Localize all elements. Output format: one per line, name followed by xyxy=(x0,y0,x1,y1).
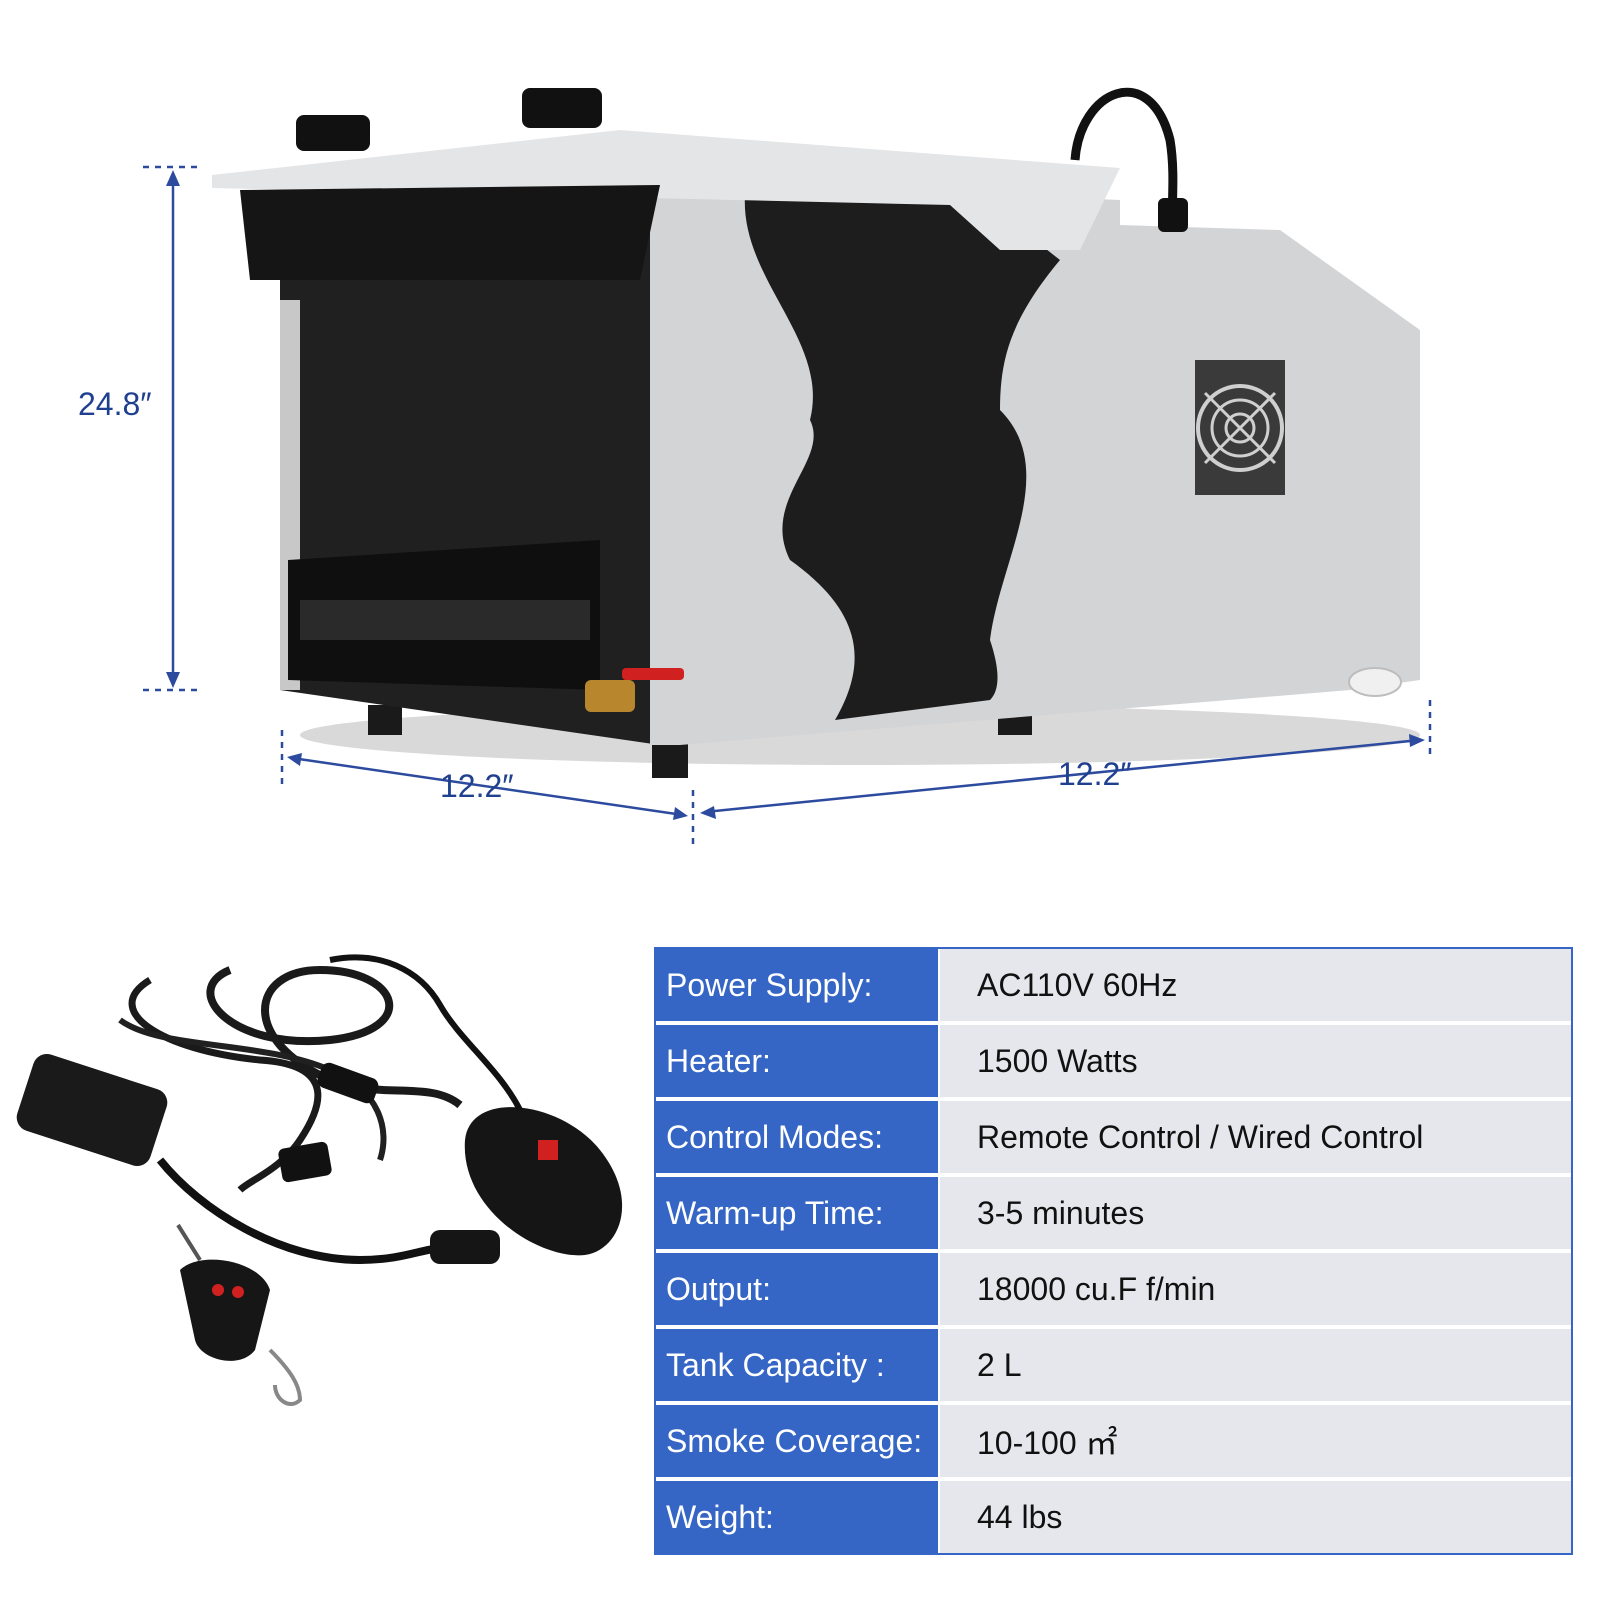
machine-top-cover xyxy=(212,130,1120,250)
accessories-image xyxy=(16,954,623,1406)
spec-value: 2 L xyxy=(940,1329,1571,1405)
spec-label: Warm-up Time: xyxy=(656,1177,940,1253)
table-row: Heater: 1500 Watts xyxy=(656,1025,1571,1101)
spec-value: AC110V 60Hz xyxy=(940,949,1571,1025)
spec-value: Remote Control / Wired Control xyxy=(940,1101,1571,1177)
spec-table: Power Supply: AC110V 60Hz Heater: 1500 W… xyxy=(654,947,1573,1555)
spec-label: Heater: xyxy=(656,1025,940,1101)
spec-label: Control Modes: xyxy=(656,1101,940,1177)
spec-label: Output: xyxy=(656,1253,940,1329)
table-row: Smoke Coverage: 10-100 ㎡ xyxy=(656,1405,1571,1481)
spec-label: Smoke Coverage: xyxy=(656,1405,940,1481)
machine-wheel xyxy=(1348,667,1402,697)
drain-valve-icon xyxy=(585,668,684,712)
wired-remote-cable xyxy=(329,954,523,1112)
spec-label: Tank Capacity : xyxy=(656,1329,940,1405)
height-dimension-label: 24.8″ xyxy=(78,386,152,422)
width-dimension-label: 12.2″ xyxy=(1058,756,1132,792)
power-cable-icon xyxy=(1070,87,1178,226)
table-row: Output: 18000 cu.F f/min xyxy=(656,1253,1571,1329)
table-row: Tank Capacity : 2 L xyxy=(656,1329,1571,1405)
table-row: Weight: 44 lbs xyxy=(656,1481,1571,1553)
dc-connector-icon xyxy=(430,1230,500,1264)
cable-connector xyxy=(1158,198,1188,232)
knob-icon xyxy=(522,88,602,128)
machine-top-nozzle xyxy=(240,185,660,280)
spec-value: 44 lbs xyxy=(940,1481,1571,1553)
table-row: Power Supply: AC110V 60Hz xyxy=(656,949,1571,1025)
depth-dimension-line xyxy=(280,730,695,845)
machine-foot xyxy=(652,740,688,778)
spec-value: 10-100 ㎡ xyxy=(940,1405,1571,1481)
width-dimension-line xyxy=(700,700,1432,819)
machine-side-wave xyxy=(744,195,1060,720)
height-dimension-line xyxy=(143,165,200,692)
xlr-plug-icon xyxy=(317,1062,379,1104)
table-row: Control Modes: Remote Control / Wired Co… xyxy=(656,1101,1571,1177)
power-plug-icon xyxy=(278,1141,332,1183)
depth-dimension-label: 12.2″ xyxy=(440,768,514,804)
receiver-cable-icon xyxy=(156,1157,441,1265)
fog-machine-image xyxy=(143,87,1432,845)
table-row: Warm-up Time: 3-5 minutes xyxy=(656,1177,1571,1253)
fog-outlet-slot xyxy=(300,600,590,640)
machine-foot xyxy=(368,705,402,735)
spec-label: Weight: xyxy=(656,1481,940,1553)
knob-icon xyxy=(296,115,370,151)
fan-icon xyxy=(1195,360,1285,495)
spec-value: 3-5 minutes xyxy=(940,1177,1571,1253)
key-fob-remote-icon xyxy=(176,1223,303,1406)
coiled-cable-icon xyxy=(128,977,322,1193)
coiled-cable-icon xyxy=(118,1017,387,1161)
wired-remote-icon xyxy=(464,1107,623,1256)
receiver-box-icon xyxy=(16,1053,168,1167)
spec-value: 1500 Watts xyxy=(940,1025,1571,1101)
spec-label: Power Supply: xyxy=(656,949,940,1025)
spec-value: 18000 cu.F f/min xyxy=(940,1253,1571,1329)
